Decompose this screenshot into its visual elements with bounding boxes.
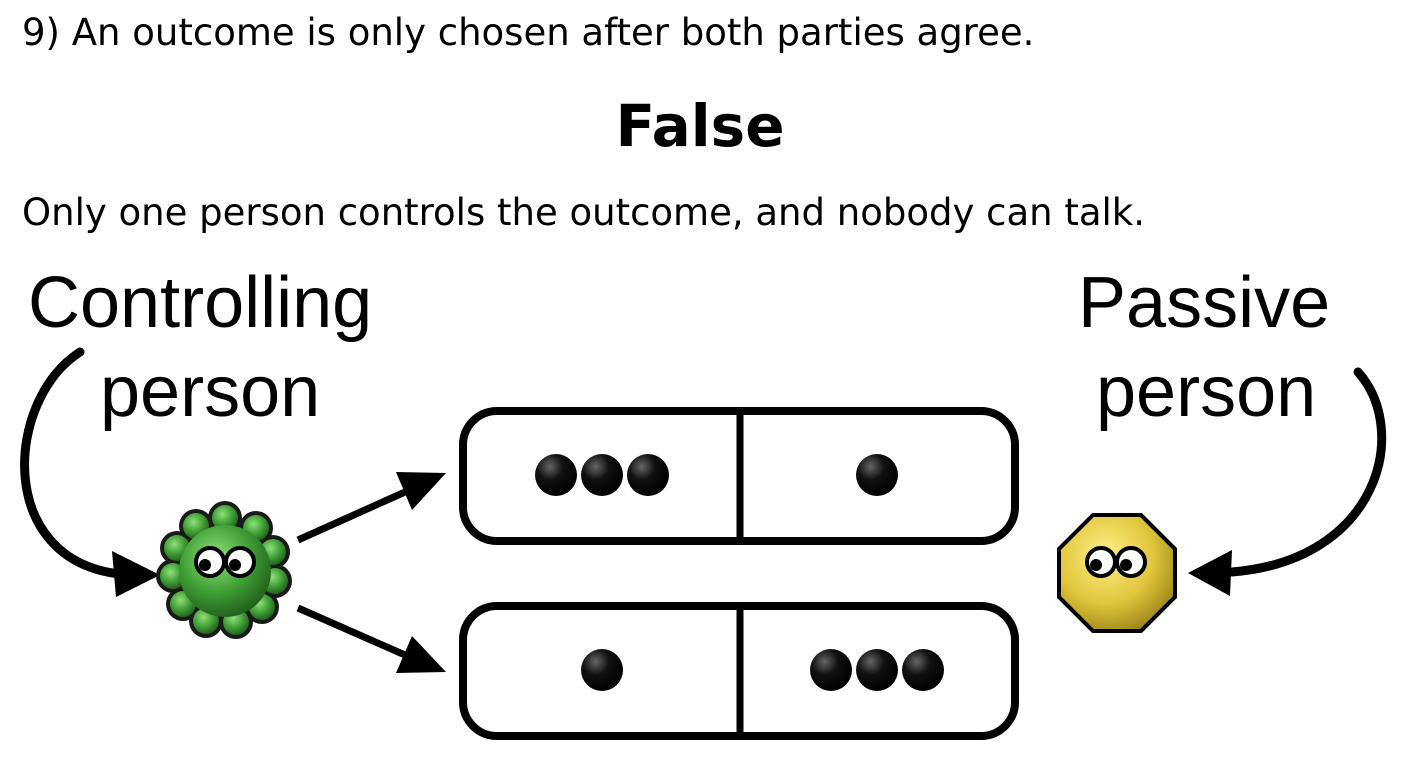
outcome-2-left-dots xyxy=(581,649,623,691)
choice-arrowhead-top xyxy=(396,472,446,510)
passive-curve-arrow xyxy=(1227,367,1387,577)
outcome-box-2 xyxy=(459,602,1019,740)
outcome-2-right-dots xyxy=(810,649,944,691)
payoff-dot xyxy=(856,454,898,496)
payoff-dot xyxy=(902,649,944,691)
passive-label-line1: Passive xyxy=(1078,263,1330,343)
passive-character xyxy=(1057,513,1177,633)
controlling-label-line2: person xyxy=(100,352,320,432)
choice-arrow-top xyxy=(296,488,407,544)
payoff-dot xyxy=(581,454,623,496)
payoff-dot xyxy=(581,649,623,691)
choice-arrowhead-bottom xyxy=(396,636,446,673)
payoff-dot xyxy=(535,454,577,496)
passive-label-line2: person xyxy=(1096,352,1316,432)
payoff-dot xyxy=(627,454,669,496)
outcome-box-1 xyxy=(459,407,1019,545)
explanation-text: Only one person controls the outcome, an… xyxy=(22,191,1145,234)
controlling-character xyxy=(156,501,292,639)
outcome-1-left-dots xyxy=(535,454,669,496)
answer-text: False xyxy=(615,92,785,160)
question-text: 9) An outcome is only chosen after both … xyxy=(22,11,1035,54)
choice-arrow-bottom xyxy=(296,604,407,659)
outcome-1-right-dots xyxy=(856,454,898,496)
controlling-arrowhead xyxy=(112,551,160,597)
passive-arrowhead xyxy=(1188,550,1232,596)
controlling-label-line1: Controlling xyxy=(28,263,372,343)
payoff-dot xyxy=(856,649,898,691)
controlling-curve-arrow xyxy=(20,347,125,579)
payoff-dot xyxy=(810,649,852,691)
